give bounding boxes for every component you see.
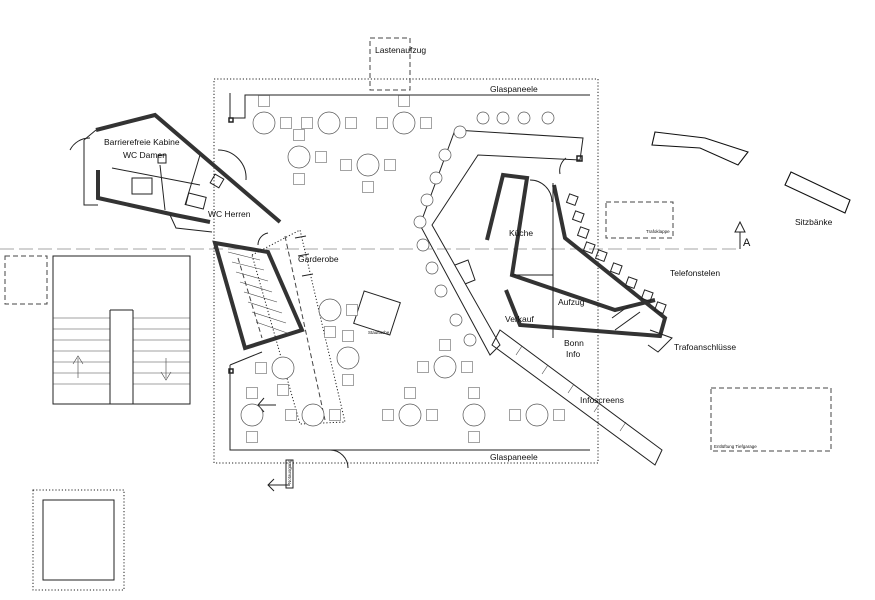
infoscreens-label: Infoscreens — [580, 395, 624, 405]
transformer-hatch-label: Trafoklappe — [646, 229, 670, 234]
bonn-info-label-line2: Info — [566, 349, 580, 359]
stairwell — [212, 232, 305, 351]
garage-ventilation: Entlüftung Tiefgarage — [710, 387, 832, 452]
benches-label: Sitzbänke — [795, 217, 833, 227]
wc-men-label: WC Herren — [208, 209, 251, 219]
sales-label: Verkauf — [505, 314, 534, 324]
garage-ventilation-label: Entlüftung Tiefgarage — [714, 444, 757, 449]
infoscreens: Infoscreens — [491, 329, 663, 466]
storage-area: Staufläche — [353, 290, 401, 336]
left-stair-building — [4, 255, 191, 405]
section-axis: A — [0, 220, 751, 250]
phone-columns — [565, 193, 667, 315]
down-arrow-icon — [160, 358, 172, 381]
wardrobe-label: Garderobe — [298, 254, 339, 264]
glass-panels-bottom-label: Glaspaneele — [490, 452, 538, 462]
stair-direction-icon — [237, 257, 263, 339]
storage-label: Staufläche — [368, 330, 390, 335]
restroom-block: Barrierefreie Kabine WC Damen WC Herren — [69, 112, 282, 233]
section-arrow-icon — [734, 220, 746, 233]
transformer-hatch: Trafoklappe — [605, 201, 674, 239]
kitchen-wing: Küche Aufzug Verkauf Bonn Info Telefonst… — [419, 129, 736, 359]
section-mark: A — [743, 237, 751, 249]
table-groups — [240, 95, 565, 443]
phone-columns-label: Telefonstelen — [670, 268, 720, 278]
benches: Sitzbänke — [651, 131, 851, 227]
lower-left-block — [32, 489, 125, 591]
bonn-info-label-line1: Bonn — [564, 338, 584, 348]
kitchen-label: Küche — [509, 228, 533, 238]
barrier-free-cabin-label: Barrierefreie Kabine — [104, 137, 180, 147]
freight-elevator-label: Lastenaufzug — [375, 45, 426, 55]
transformer-connections-label: Trafoanschlüsse — [674, 342, 736, 352]
pavilion-outline: Glaspaneele Glaspaneele — [213, 78, 599, 469]
freight-elevator: Lastenaufzug — [369, 37, 426, 91]
bollards — [413, 111, 555, 347]
wardrobe: Garderobe Notausgang — [251, 229, 346, 492]
wc-women-label: WC Damen — [123, 150, 167, 160]
elevator-label: Aufzug — [558, 297, 585, 307]
up-arrow-icon — [72, 355, 84, 378]
glass-panels-top-label: Glaspaneele — [490, 84, 538, 94]
emergency-exit-label: Notausgang — [287, 459, 292, 484]
